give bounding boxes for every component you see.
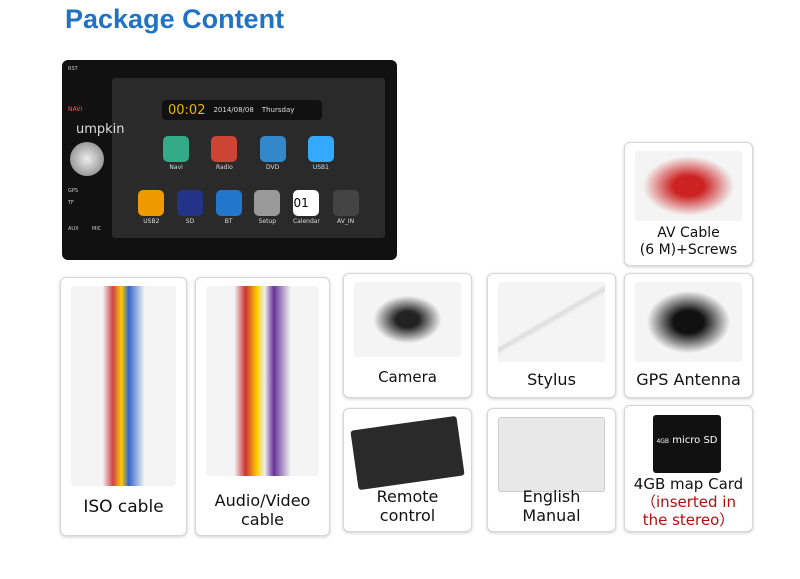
app-sd: SD: [176, 190, 203, 225]
item-iso-cable: ISO cable: [60, 277, 187, 536]
manual-image: [498, 417, 605, 492]
rst-label: RST: [68, 66, 78, 72]
aux-label: AUX: [68, 226, 79, 232]
app-av-in: AV_IN: [332, 190, 359, 225]
app-navi: Navi: [163, 136, 190, 171]
item-map-card: 4GB micro SD 4GB map Card （inserted in t…: [624, 405, 753, 532]
stereo-screen: 00:02 2014/08/08 Thursday Navi Radio DVD…: [112, 78, 385, 238]
tf-label: TF: [68, 200, 74, 206]
app-setup: Setup: [254, 190, 281, 225]
item-gps-antenna: GPS Antenna: [624, 273, 753, 398]
page-title: Package Content: [65, 4, 285, 34]
day: Thursday: [261, 106, 295, 114]
item-camera: Camera: [343, 273, 472, 398]
iso-cable-image: [71, 286, 176, 486]
time: 00:02: [168, 102, 206, 118]
brand-watermark: umpkin: [76, 122, 125, 137]
gps-antenna-image: [635, 282, 742, 362]
app-bt: BT: [215, 190, 242, 225]
car-stereo-image: RST NAVI umpkin GPS TF AUX MIC 00:02 201…: [62, 60, 397, 260]
av-cable-image: [635, 151, 742, 221]
apps-top: Navi Radio DVD USB1: [112, 136, 385, 171]
item-stylus: Stylus: [487, 273, 616, 398]
clock-bar: 00:02 2014/08/08 Thursday: [162, 100, 322, 120]
navi-label: NAVI: [68, 106, 83, 113]
item-av-cable: AV Cable(6 M)+Screws: [624, 142, 753, 266]
mic-label: MIC: [92, 226, 102, 232]
date: 2014/08/08: [213, 106, 254, 114]
app-dvd: DVD: [259, 136, 286, 171]
stylus-image: [498, 282, 605, 362]
app-usb1: USB1: [307, 136, 334, 171]
micro-sd-card-image: 4GB micro SD: [653, 415, 721, 473]
app-radio: Radio: [211, 136, 238, 171]
volume-knob: [70, 142, 104, 176]
remote-image: [350, 415, 465, 491]
app-usb2: USB2: [138, 190, 165, 225]
av-cable-image: [206, 286, 319, 476]
camera-image: [354, 282, 461, 357]
gps-label: GPS: [68, 188, 79, 194]
